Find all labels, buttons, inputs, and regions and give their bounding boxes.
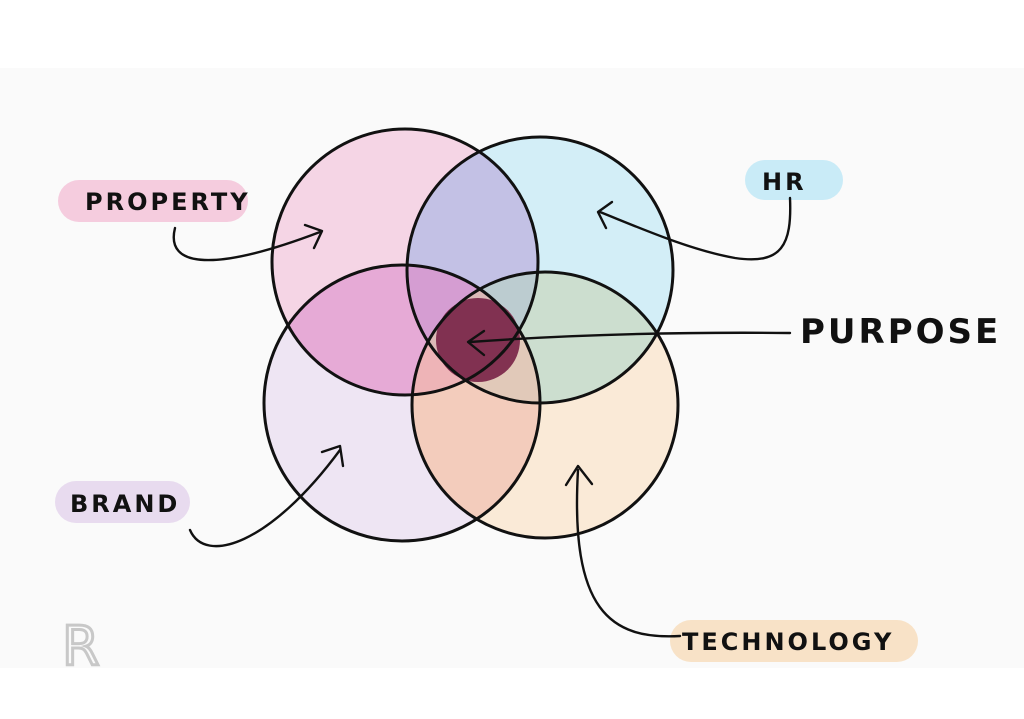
hr-label: HR: [762, 168, 807, 196]
property-label-highlight: [58, 180, 248, 222]
purpose-arrow: [466, 329, 792, 357]
purpose-label: PURPOSE: [800, 312, 1001, 352]
logo-watermark: R: [62, 615, 100, 678]
hr-arrow: [596, 196, 792, 261]
brand-label: BRAND: [70, 490, 180, 518]
technology-label-highlight: [670, 620, 918, 662]
purpose-center-fill: [436, 298, 520, 382]
hr-label-highlight: [745, 160, 843, 200]
technology-arrow: [564, 464, 682, 638]
technology-label: TECHNOLOGY: [682, 628, 894, 656]
brand-circle-outline: [262, 263, 542, 543]
property-label: PROPERTY: [85, 188, 251, 216]
property-circle-outline: [270, 127, 540, 397]
tech-circle-outline: [410, 270, 680, 540]
brand-arrow: [188, 444, 345, 548]
property-arrow: [172, 223, 324, 262]
brand-label-highlight: [55, 481, 190, 523]
